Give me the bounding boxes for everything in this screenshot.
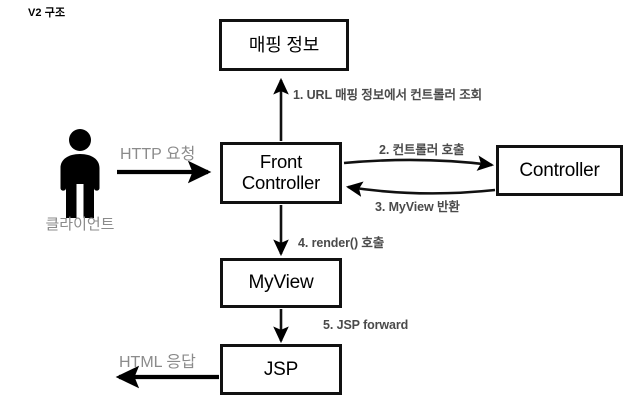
- arrow-step-3: [345, 181, 496, 197]
- edge-label-step-3: 3. MyView 반환: [375, 200, 460, 214]
- node-front-controller-line2: Controller: [241, 172, 321, 193]
- edge-label-step-1: 1. URL 매핑 정보에서 컨트롤러 조회: [293, 88, 483, 102]
- edge-label-step-4: 4. render() 호출: [298, 236, 385, 250]
- edge-label-html-response: HTML 응답: [119, 354, 196, 371]
- node-jsp[interactable]: JSP: [220, 344, 342, 395]
- node-controller[interactable]: Controller: [496, 145, 623, 196]
- node-mapping-info[interactable]: 매핑 정보: [219, 19, 349, 71]
- edge-label-http-request: HTTP 요청: [120, 146, 196, 163]
- person-icon: [60, 129, 100, 218]
- page-title: V2 구조: [28, 7, 66, 19]
- arrow-step-2: [343, 155, 495, 171]
- node-front-controller-line1: Front: [259, 151, 303, 173]
- edge-label-step-5: 5. JSP forward: [323, 318, 409, 332]
- client-actor-label: 클라이언트: [45, 216, 115, 233]
- edge-label-step-2: 2. 컨트롤러 호출: [379, 143, 465, 157]
- node-myview[interactable]: MyView: [220, 258, 342, 308]
- client-actor: [46, 128, 114, 220]
- node-front-controller[interactable]: Front Controller: [220, 142, 342, 204]
